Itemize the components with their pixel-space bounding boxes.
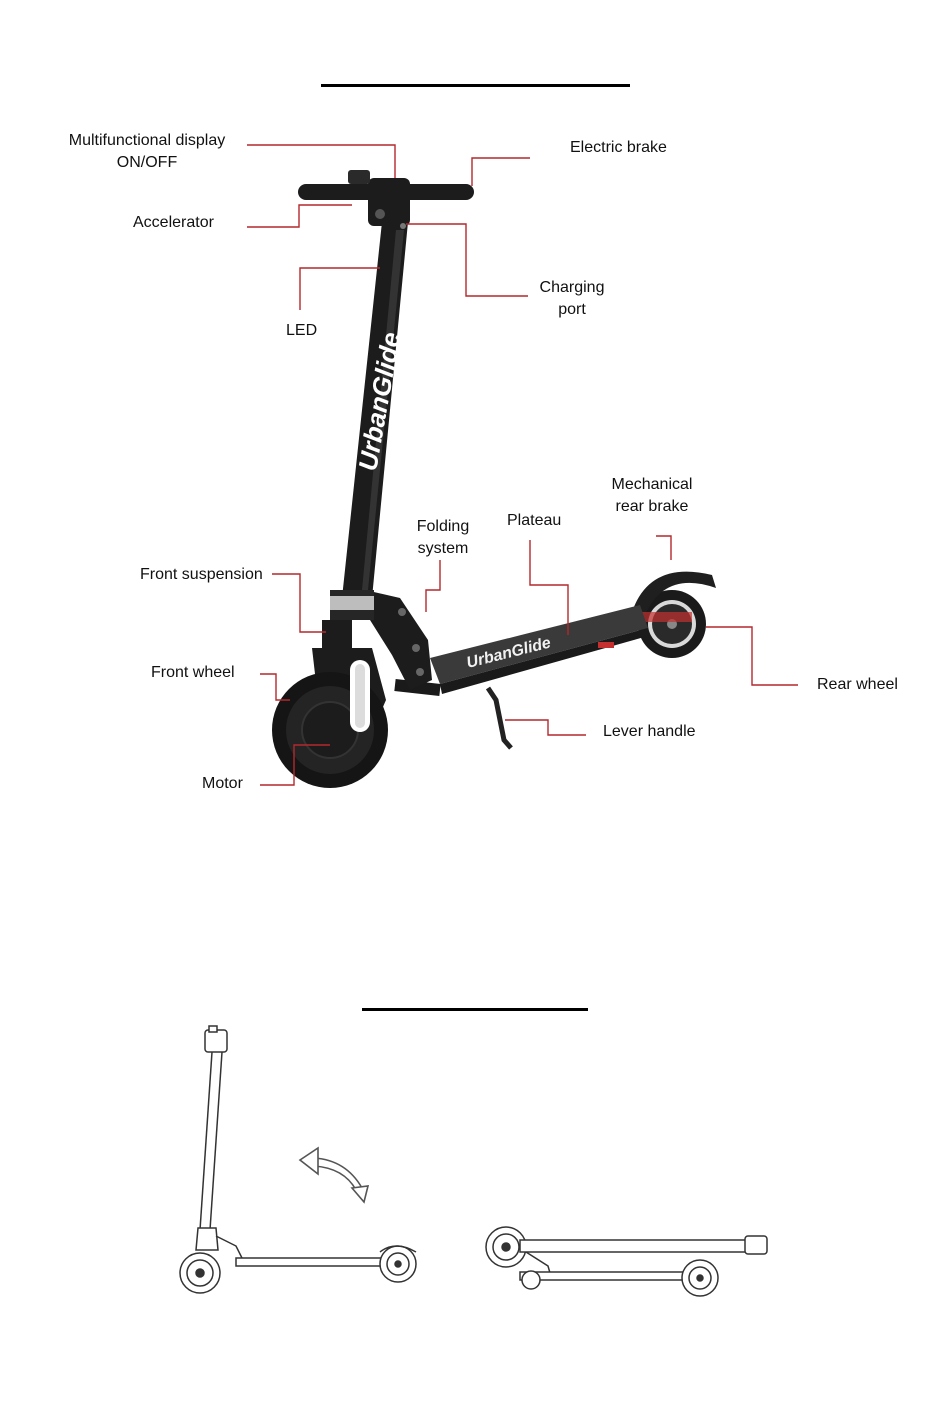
folded-scooter-drawing <box>486 1227 767 1296</box>
unfolded-scooter-drawing <box>180 1026 416 1293</box>
rotate-arrow-icon <box>300 1148 368 1202</box>
